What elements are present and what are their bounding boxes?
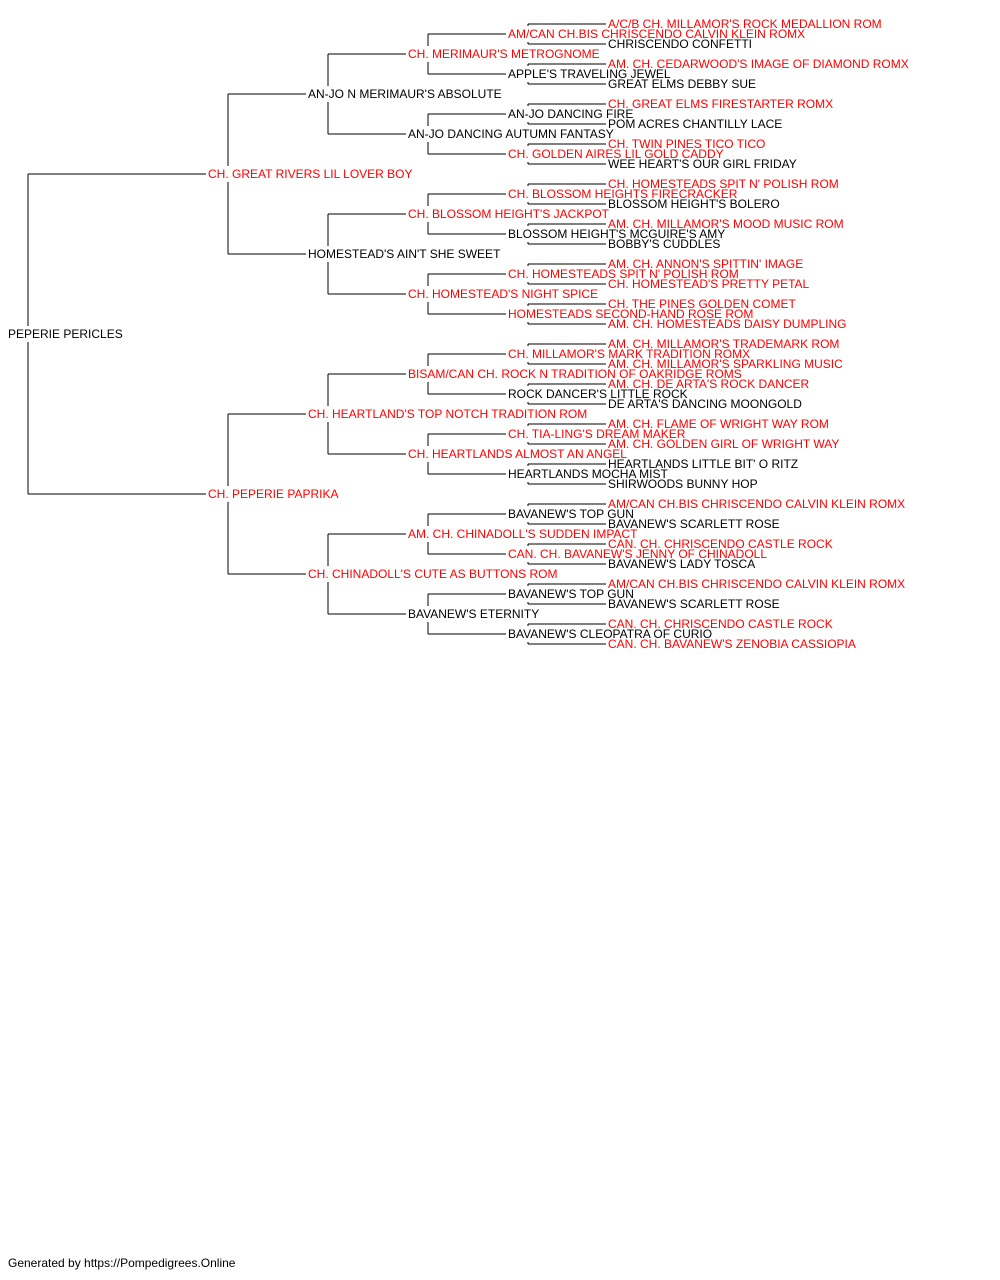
ancestor-name: BAVANEW'S CLEOPATRA OF CURIO: [508, 627, 712, 641]
ancestor-name: HOMESTEADS SECOND-HAND ROSE ROM: [508, 307, 753, 321]
ancestor-name: CAN. CH. CHRISCENDO CASTLE ROCK: [608, 537, 833, 551]
name-labels: PEPERIE PERICLES CH. GREAT RIVERS LIL LOV…: [8, 17, 909, 651]
ancestor-name: BAVANEW'S ETERNITY: [408, 607, 539, 621]
ancestor-name: CH. HOMESTEAD'S PRETTY PETAL: [608, 277, 810, 291]
ancestor-name: APPLE'S TRAVELING JEWEL: [508, 67, 671, 81]
ancestor-name: AM. CH. DE ARTA'S ROCK DANCER: [608, 377, 810, 391]
ancestor-name: HEARTLANDS MOCHA MIST: [508, 467, 668, 481]
ancestor-name: AN-JO DANCING FIRE: [508, 107, 633, 121]
ancestor-name: CH. GREAT ELMS FIRESTARTER ROMX: [608, 97, 833, 111]
ancestor-name: POM ACRES CHANTILLY LACE: [608, 117, 782, 131]
ancestor-name: BAVANEW'S SCARLETT ROSE: [608, 517, 780, 531]
ancestor-name: CH. HEARTLAND'S TOP NOTCH TRADITION ROM: [308, 407, 587, 421]
ancestor-name: CH. GREAT RIVERS LIL LOVER BOY: [208, 167, 413, 181]
ancestor-name: ROCK DANCER'S LITTLE ROCK: [508, 387, 688, 401]
ancestor-name: CAN. CH. CHRISCENDO CASTLE ROCK: [608, 617, 833, 631]
ancestor-name: BISAM/CAN CH. ROCK N TRADITION OF OAKRID…: [408, 367, 742, 381]
ancestor-name: CHRISCENDO CONFETTI: [608, 37, 752, 51]
ancestor-name: CH. CHINADOLL'S CUTE AS BUTTONS ROM: [308, 567, 557, 581]
ancestor-name: BLOSSOM HEIGHT'S BOLERO: [608, 197, 780, 211]
ancestor-name: CH. PEPERIE PAPRIKA: [208, 487, 338, 501]
ancestor-name: CH. MILLAMOR'S MARK TRADITION ROMX: [508, 347, 750, 361]
footer-credit: Generated by https://Pompedigrees.Online: [8, 1256, 236, 1270]
ancestor-name: CH. HEARTLANDS ALMOST AN ANGEL: [408, 447, 627, 461]
ancestor-name: CH. HOMESTEAD'S NIGHT SPICE: [408, 287, 598, 301]
ancestor-name: BAVANEW'S TOP GUN: [508, 507, 634, 521]
ancestor-name: CAN. CH. BAVANEW'S JENNY OF CHINADOLL: [508, 547, 767, 561]
ancestor-name: A/C/B CH. MILLAMOR'S ROCK MEDALLION ROM: [608, 17, 882, 31]
ancestor-name: CH. HOMESTEADS SPIT N' POLISH ROM: [508, 267, 739, 281]
ancestor-name: GREAT ELMS DEBBY SUE: [608, 77, 756, 91]
ancestor-name: AM/CAN CH.BIS CHRISCENDO CALVIN KLEIN RO…: [608, 497, 905, 511]
ancestor-name: CH. TIA-LING'S DREAM MAKER: [508, 427, 686, 441]
ancestor-name: AM. CH. MILLAMOR'S SPARKLING MUSIC: [608, 357, 843, 371]
ancestor-name: AM. CH. CEDARWOOD'S IMAGE OF DIAMOND ROM…: [608, 57, 909, 71]
ancestor-name: SHIRWOODS BUNNY HOP: [608, 477, 758, 491]
ancestor-name: AN-JO N MERIMAUR'S ABSOLUTE: [308, 87, 502, 101]
ancestor-name: AM. CH. MILLAMOR'S MOOD MUSIC ROM: [608, 217, 844, 231]
ancestor-name: AM. CH. ANNON'S SPITTIN' IMAGE: [608, 257, 803, 271]
ancestor-name: HOMESTEAD'S AIN'T SHE SWEET: [308, 247, 501, 261]
ancestor-name: AN-JO DANCING AUTUMN FANTASY: [408, 127, 614, 141]
subject-name: PEPERIE PERICLES: [8, 327, 123, 341]
connector-lines: [27, 23, 606, 645]
ancestor-name: CH. BLOSSOM HEIGHTS FIRECRACKER: [508, 187, 738, 201]
ancestor-name: CH. TWIN PINES TICO TICO: [608, 137, 765, 151]
ancestor-name: DE ARTA'S DANCING MOONGOLD: [608, 397, 802, 411]
ancestor-name: BLOSSOM HEIGHT'S MCGUIRE'S AMY: [508, 227, 725, 241]
ancestor-name: AM/CAN CH.BIS CHRISCENDO CALVIN KLEIN RO…: [508, 27, 805, 41]
ancestor-name: BOBBY'S CUDDLES: [608, 237, 720, 251]
ancestor-name: AM. CH. CHINADOLL'S SUDDEN IMPACT: [408, 527, 638, 541]
ancestor-name: CH. GOLDEN AIRES LIL GOLD CADDY: [508, 147, 724, 161]
ancestor-name: HEARTLANDS LITTLE BIT' O RITZ: [608, 457, 798, 471]
ancestor-name: BAVANEW'S SCARLETT ROSE: [608, 597, 780, 611]
ancestor-name: BAVANEW'S TOP GUN: [508, 587, 634, 601]
ancestor-name: CH. BLOSSOM HEIGHT'S JACKPOT: [408, 207, 610, 221]
ancestor-name: AM. CH. GOLDEN GIRL OF WRIGHT WAY: [608, 437, 839, 451]
ancestor-name: CH. HOMESTEADS SPIT N' POLISH ROM: [608, 177, 839, 191]
ancestor-name: CH. MERIMAUR'S METROGNOME: [408, 47, 600, 61]
ancestor-name: BAVANEW'S LADY TOSCA: [608, 557, 755, 571]
ancestor-name: AM. CH. HOMESTEADS DAISY DUMPLING: [608, 317, 846, 331]
ancestor-name: CAN. CH. BAVANEW'S ZENOBIA CASSIOPIA: [608, 637, 856, 651]
ancestor-name: AM/CAN CH.BIS CHRISCENDO CALVIN KLEIN RO…: [608, 577, 905, 591]
ancestor-name: AM. CH. FLAME OF WRIGHT WAY ROM: [608, 417, 829, 431]
ancestor-name: CH. THE PINES GOLDEN COMET: [608, 297, 796, 311]
ancestor-name: WEE HEART'S OUR GIRL FRIDAY: [608, 157, 797, 171]
ancestor-name: AM. CH. MILLAMOR'S TRADEMARK ROM: [608, 337, 839, 351]
